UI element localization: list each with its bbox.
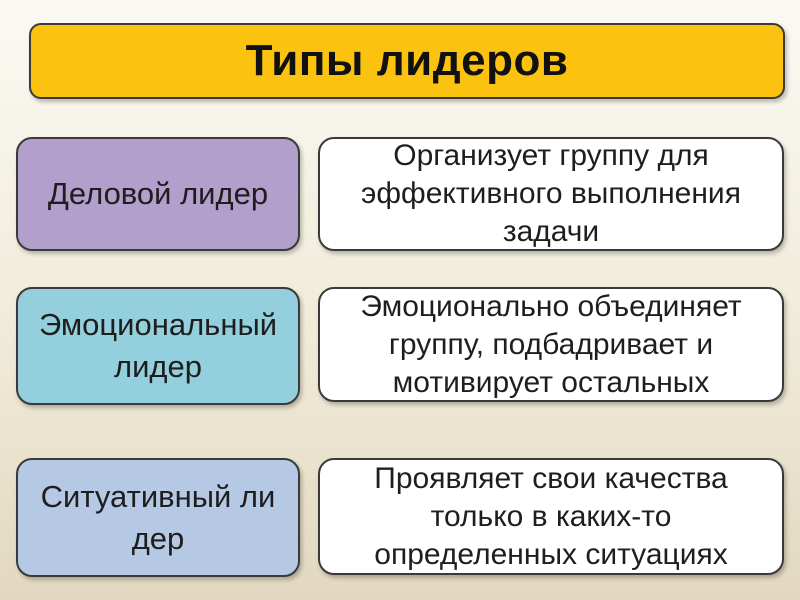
leader-description-text: Организует группу для эффективного выпол…: [361, 139, 741, 248]
leader-type-label: Ситуативный лидер: [40, 478, 276, 556]
leader-description-box-situational: Проявляет свои качества только в каких-т…: [318, 458, 784, 575]
leader-description-box-emotional: Эмоционально объединяет группу, подбадри…: [318, 287, 784, 402]
leader-type-box-business: Деловой лидер: [16, 137, 300, 251]
leader-description-text: Проявляет свои качества только в каких-т…: [374, 461, 728, 571]
page-title: Типы лидеров: [245, 36, 569, 85]
leader-type-box-emotional: Эмоциональный лидер: [16, 287, 300, 405]
leader-type-box-situational: Ситуативный лидер: [16, 458, 300, 577]
leader-description-box-business: Организует группу для эффективного выпол…: [318, 137, 784, 251]
leader-type-label: Деловой лидер: [47, 176, 269, 211]
leader-type-label: Эмоциональный лидер: [38, 307, 278, 384]
leader-description-text: Эмоционально объединяет группу, подбадри…: [360, 289, 742, 399]
title-banner: Типы лидеров: [29, 23, 785, 99]
